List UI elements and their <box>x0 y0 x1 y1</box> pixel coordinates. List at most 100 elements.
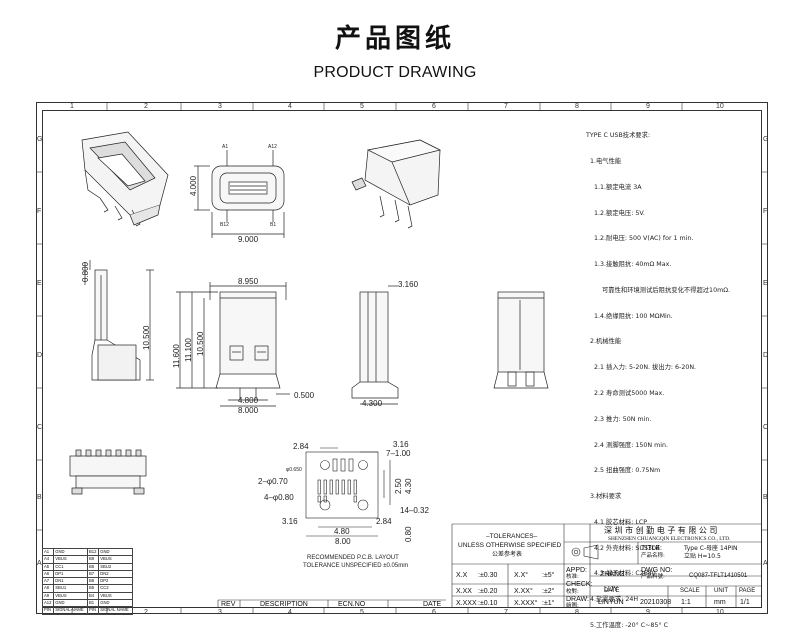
dim-height-4: 4.000 <box>189 175 198 196</box>
req-line: 5.工作温度: -20° C~85° C <box>586 622 668 630</box>
drawing-sheet-frame <box>36 102 768 614</box>
title-value: Type C-母座 14PIN <box>684 545 738 552</box>
dim-b1: B1 <box>270 222 276 228</box>
ecn-header: ECN.NO <box>338 601 366 608</box>
req-line: 1.1.额定电流 3A <box>586 183 642 191</box>
pcb-dim-4-3: 4.30 <box>404 478 413 494</box>
zone-row-a-right: A <box>763 560 768 567</box>
appd-label-zh: 核准: <box>566 574 579 580</box>
check-label-zh: 校對: <box>566 589 579 595</box>
check-label: CHECK: <box>566 581 593 588</box>
dim-height-10-5: 10.500 <box>196 331 205 356</box>
unit-col-header: UNIT <box>714 588 728 594</box>
date-value: 20210308 <box>640 599 672 606</box>
req-line: 1.2.额定电压: 5V. <box>586 209 645 217</box>
side-view-profile <box>351 285 399 405</box>
dim-4-3: 4.300 <box>362 399 383 408</box>
req-line: 可靠性和环境测试后阻抗变化不得超过10mΩ. <box>586 286 731 294</box>
zone-col-6-bottom: 6 <box>432 609 436 616</box>
dim-a1: A1 <box>222 144 228 150</box>
zone-col-1: 1 <box>70 103 74 110</box>
date-header: DATE <box>423 601 442 608</box>
req-line: 4.3 端子材料: C2680 <box>586 570 656 578</box>
req-line: 2.3 推力: 50N min. <box>586 415 652 423</box>
zone-col-9: 9 <box>646 103 650 110</box>
zone-col-8: 8 <box>575 103 579 110</box>
page-title-en: PRODUCT DRAWING <box>313 64 477 81</box>
draw-label-zh: 繪圖: <box>566 603 579 609</box>
dim-side-0-8: 0.800 <box>81 261 90 282</box>
pcb-layout <box>305 447 391 537</box>
zone-row-c-right: C <box>763 424 769 431</box>
unit-value: mm <box>714 599 726 606</box>
zone-row-f: F <box>37 208 42 215</box>
req-line: TYPE C USB技术要求: <box>586 132 651 140</box>
zone-row-b-right: B <box>763 494 768 501</box>
zone-col-3-bottom: 3 <box>218 609 222 616</box>
tol-value: :±1° <box>542 600 555 607</box>
perspective-view <box>351 139 442 229</box>
dwg-no-label-zh: 产品料號: <box>641 574 665 580</box>
req-line: 2.2 寿命测试5000 Max. <box>586 390 665 397</box>
dwg-no-label: DWG NO: <box>641 567 673 574</box>
dwg-no-value: CQ087-TFLT1410501 <box>689 573 748 579</box>
zone-row-g: G <box>37 136 43 143</box>
pcb-dim-7-1-00: 7–1.00 <box>386 449 411 458</box>
dim-height-11-6: 11.600 <box>172 344 181 368</box>
title-label-zh: 产品名称: <box>641 553 665 559</box>
rev-header: REV <box>221 601 236 608</box>
req-line: 4.1 胶芯材料: LCP <box>586 518 648 526</box>
zone-row-g-right: G <box>763 136 769 143</box>
pcb-dim-2-84-b: 2.84 <box>376 517 392 526</box>
page-col-header: PAGE <box>739 588 756 594</box>
zone-row-c: C <box>37 424 43 431</box>
pcb-layout-title: RECOMMENDED P.C.B. LAYOUT <box>307 555 399 561</box>
dim-width-9: 9.000 <box>238 235 259 244</box>
req-line: 4.盐雾要求: 24H <box>586 596 639 604</box>
dim-b12: B12 <box>220 222 229 228</box>
title-value-2: 立贴 H=10.5 <box>684 553 721 560</box>
drawing-inner-frame <box>42 110 762 608</box>
req-line: 1.2.耐电压: 500 V(AC) for 1 min. <box>586 235 694 243</box>
pcb-layout-tolerance: TOLERANCE UNSPECIFIED ±0.05mm <box>303 563 408 569</box>
req-line: 4.2 外壳材料: SUS304 <box>586 544 660 552</box>
zone-row-e: E <box>37 280 42 287</box>
tol-value: :±5° <box>542 572 555 579</box>
draw-value: LINYUN <box>598 599 624 606</box>
front-view <box>194 150 285 238</box>
dim-a12: A12 <box>268 144 277 150</box>
req-line: 1.4.绝缘阻抗: 100 MΩMin. <box>586 312 673 320</box>
appd-label: APPD: <box>566 567 588 574</box>
req-line: 2.机械性能 <box>586 338 622 346</box>
zone-col-2: 2 <box>144 103 148 110</box>
company-name-en: SHENZHEN CHUANGQIN ELECTRONICS CO., LTD. <box>608 536 731 542</box>
tol-label: X.X° <box>514 572 529 579</box>
tol-value: :±0.10 <box>478 600 498 607</box>
page-title-zh: 产品图纸 <box>334 24 455 54</box>
dim-width-8-95: 8.950 <box>238 277 259 286</box>
req-line: 3.材料要求 <box>586 493 622 501</box>
back-view <box>493 291 549 389</box>
dim-height-11-1: 11.100 <box>184 338 193 362</box>
zone-col-4-bottom: 4 <box>288 609 292 616</box>
zone-row-d: D <box>37 352 43 359</box>
req-line: 2.5 扭曲强度: 0.75Nm <box>586 467 661 475</box>
zone-col-9-bottom: 9 <box>646 609 650 616</box>
pcb-dim-2-84: 2.84 <box>293 442 309 451</box>
pcb-dim-3-16-b: 3.16 <box>282 517 298 526</box>
tol-value: :±2° <box>542 588 555 595</box>
zone-col-5: 5 <box>360 103 364 110</box>
description-header: DESCRIPTION <box>260 601 308 608</box>
tolerances-subtitle: UNLESS OTHERWISE SPECIFIED <box>458 542 562 549</box>
title-block-grid <box>451 523 762 608</box>
company-name-zh: 深 圳 市 创 勤 电 子 有 限 公 司 <box>604 526 718 535</box>
zone-row-b: B <box>37 494 42 501</box>
zone-row-e-right: E <box>763 280 768 287</box>
